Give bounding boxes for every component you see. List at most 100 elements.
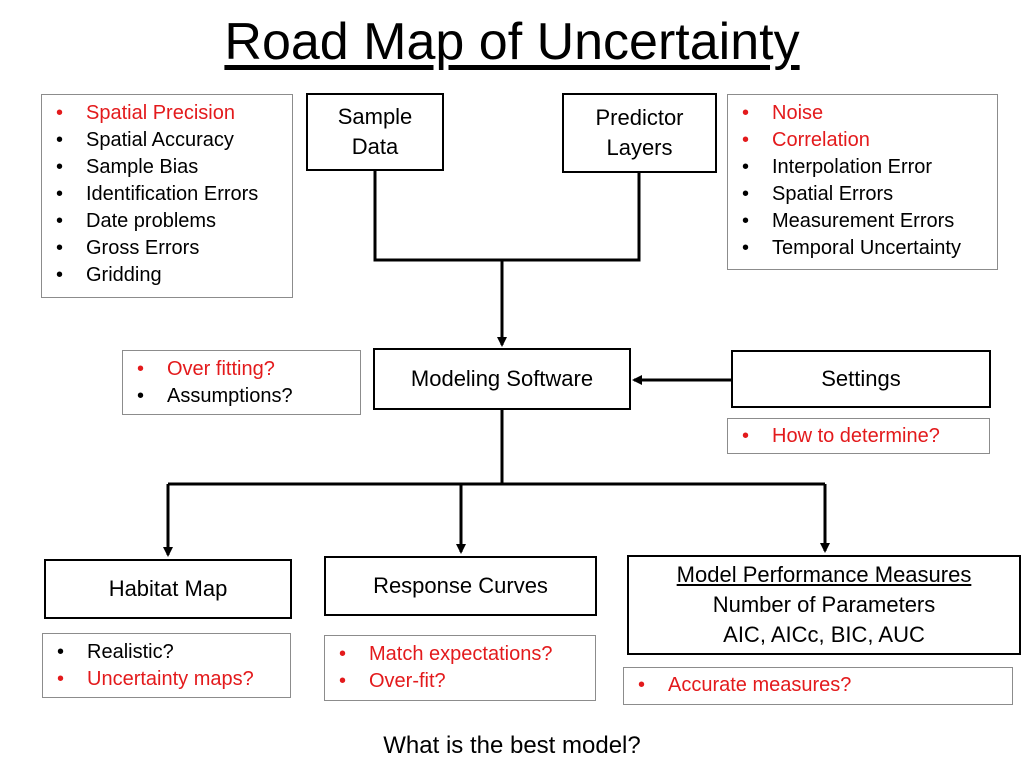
- predictor-issues-list: • Noise • Correlation • Interpolation Error • S…: [738, 100, 989, 262]
- bullet-dot: •: [742, 425, 750, 447]
- bullet-dot: •: [137, 385, 145, 407]
- bullet-item: • Date problems: [52, 208, 284, 235]
- sample-issues-list: • Spatial Precision • Spatial Accuracy • Samp…: [52, 100, 284, 289]
- bullet-item: • Assumptions?: [133, 383, 352, 410]
- model-performance-box: Model Performance Measures Number of Par…: [627, 555, 1021, 655]
- sample-data-box: Sample Data: [306, 93, 444, 171]
- settings-box: Settings: [731, 350, 991, 408]
- bullet-text: Gridding: [86, 264, 162, 286]
- bullet-item: • Measurement Errors: [738, 208, 989, 235]
- bullet-item: • Temporal Uncertainty: [738, 235, 989, 262]
- habitat-issues-list: • Realistic? • Uncertainty maps?: [53, 639, 282, 693]
- bullet-dot: •: [56, 102, 64, 124]
- bullet-item: • Realistic?: [53, 639, 282, 666]
- response-curves-label: Response Curves: [373, 573, 548, 598]
- bullet-dot: •: [56, 129, 64, 151]
- bullet-item: • Accurate measures?: [634, 672, 1004, 699]
- bullet-text: Measurement Errors: [772, 210, 955, 232]
- bullet-dot: •: [56, 210, 64, 232]
- bullet-text: Gross Errors: [86, 237, 200, 259]
- bullet-dot: •: [742, 129, 750, 151]
- modeling-issues-list: • Over fitting? • Assumptions?: [133, 356, 352, 410]
- model-performance-line3: AIC, AICc, BIC, AUC: [723, 622, 925, 647]
- response-issues-list: • Match expectations? • Over-fit?: [335, 641, 587, 695]
- settings-label: Settings: [821, 366, 901, 391]
- bullet-dot: •: [638, 674, 646, 696]
- bullet-text: Temporal Uncertainty: [772, 237, 961, 259]
- bullet-item: • Uncertainty maps?: [53, 666, 282, 693]
- modeling-software-label: Modeling Software: [410, 366, 594, 391]
- settings-issues-list: • How to determine?: [738, 423, 981, 450]
- model-performance-heading: Model Performance Measures: [676, 562, 972, 587]
- response-issues-note: • Match expectations? • Over-fit?: [324, 635, 596, 701]
- bullet-text: Identification Errors: [86, 183, 259, 205]
- bullet-dot: •: [57, 641, 65, 663]
- bullet-dot: •: [742, 183, 750, 205]
- bullet-dot: •: [56, 156, 64, 178]
- bullet-item: • Sample Bias: [52, 154, 284, 181]
- bullet-text: Interpolation Error: [772, 156, 933, 178]
- bullet-item: • Identification Errors: [52, 181, 284, 208]
- bullet-dot: •: [339, 643, 347, 665]
- bullet-dot: •: [742, 210, 750, 232]
- bullet-text: Noise: [772, 102, 824, 124]
- bullet-text: Sample Bias: [86, 156, 199, 178]
- sample-data-line2: Data: [351, 134, 399, 159]
- performance-issues-list: • Accurate measures?: [634, 672, 1004, 699]
- bullet-item: • Spatial Errors: [738, 181, 989, 208]
- model-performance-line2: Number of Parameters: [712, 592, 936, 617]
- bullet-dot: •: [56, 237, 64, 259]
- bullet-text: Over fitting?: [167, 358, 275, 380]
- bullet-item: • Over fitting?: [133, 356, 352, 383]
- sample-issues-note: • Spatial Precision • Spatial Accuracy • Samp…: [41, 94, 293, 298]
- bullet-dot: •: [137, 358, 145, 380]
- bullet-text: Uncertainty maps?: [87, 668, 254, 690]
- modeling-issues-note: • Over fitting? • Assumptions?: [122, 350, 361, 415]
- bullet-item: • Noise: [738, 100, 989, 127]
- settings-issues-note: • How to determine?: [727, 418, 990, 454]
- bullet-dot: •: [742, 237, 750, 259]
- bullet-item: • Correlation: [738, 127, 989, 154]
- bullet-dot: •: [57, 668, 65, 690]
- bullet-dot: •: [56, 264, 64, 286]
- performance-issues-note: • Accurate measures?: [623, 667, 1013, 705]
- habitat-map-box: Habitat Map: [44, 559, 292, 619]
- bullet-item: • Match expectations?: [335, 641, 587, 668]
- predictor-issues-note: • Noise • Correlation • Interpolation Error • S…: [727, 94, 998, 270]
- bullet-text: Realistic?: [87, 641, 174, 663]
- page-title: Road Map of Uncertainty: [224, 13, 800, 71]
- footer-question: What is the best model?: [383, 732, 641, 759]
- bullet-item: • Gross Errors: [52, 235, 284, 262]
- bullet-text: Spatial Errors: [772, 183, 894, 205]
- bullet-dot: •: [742, 102, 750, 124]
- bullet-item: • How to determine?: [738, 423, 981, 450]
- response-curves-box: Response Curves: [324, 556, 597, 616]
- bullet-text: Spatial Precision: [86, 102, 235, 124]
- bullet-item: • Spatial Precision: [52, 100, 284, 127]
- bullet-dot: •: [339, 670, 347, 692]
- bullet-dot: •: [56, 183, 64, 205]
- bullet-item: • Gridding: [52, 262, 284, 289]
- predictor-layers-line2: Layers: [606, 135, 673, 160]
- connector-predictor-down: [502, 172, 641, 262]
- predictor-layers-box: Predictor Layers: [562, 93, 717, 173]
- modeling-software-box: Modeling Software: [373, 348, 631, 410]
- bullet-text: Accurate measures?: [668, 674, 852, 696]
- bullet-text: Assumptions?: [167, 385, 293, 407]
- habitat-issues-note: • Realistic? • Uncertainty maps?: [42, 633, 291, 698]
- bullet-text: How to determine?: [772, 425, 940, 447]
- bullet-item: • Interpolation Error: [738, 154, 989, 181]
- bullet-text: Date problems: [86, 210, 217, 232]
- connector-sample-down: [373, 170, 502, 262]
- sample-data-line1: Sample: [337, 104, 413, 129]
- habitat-map-label: Habitat Map: [108, 576, 228, 601]
- bullet-text: Correlation: [772, 129, 870, 151]
- bullet-item: • Spatial Accuracy: [52, 127, 284, 154]
- bullet-dot: •: [742, 156, 750, 178]
- bullet-text: Over-fit?: [369, 670, 446, 692]
- predictor-layers-line1: Predictor: [595, 105, 684, 130]
- bullet-text: Spatial Accuracy: [86, 129, 234, 151]
- bullet-text: Match expectations?: [369, 643, 553, 665]
- bullet-item: • Over-fit?: [335, 668, 587, 695]
